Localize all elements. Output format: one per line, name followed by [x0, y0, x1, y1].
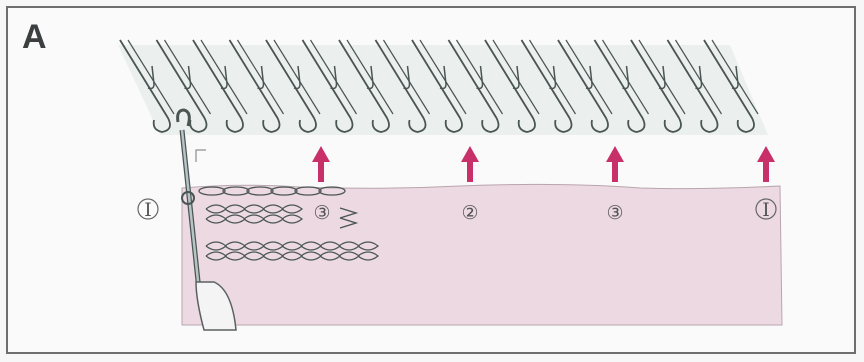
- transfer-arrow: [606, 146, 624, 182]
- transfer-arrow: [312, 146, 330, 182]
- transfer-arrow: [757, 146, 775, 182]
- corner-tick: [196, 150, 206, 162]
- marker-right-one: Ⅰ: [762, 199, 770, 221]
- marker-left-one: Ⅰ: [144, 199, 152, 221]
- marker-two: ②: [461, 202, 478, 224]
- marker-three-a: ③: [313, 202, 330, 224]
- transfer-arrow: [461, 146, 479, 182]
- marker-three-b: ③: [606, 202, 623, 224]
